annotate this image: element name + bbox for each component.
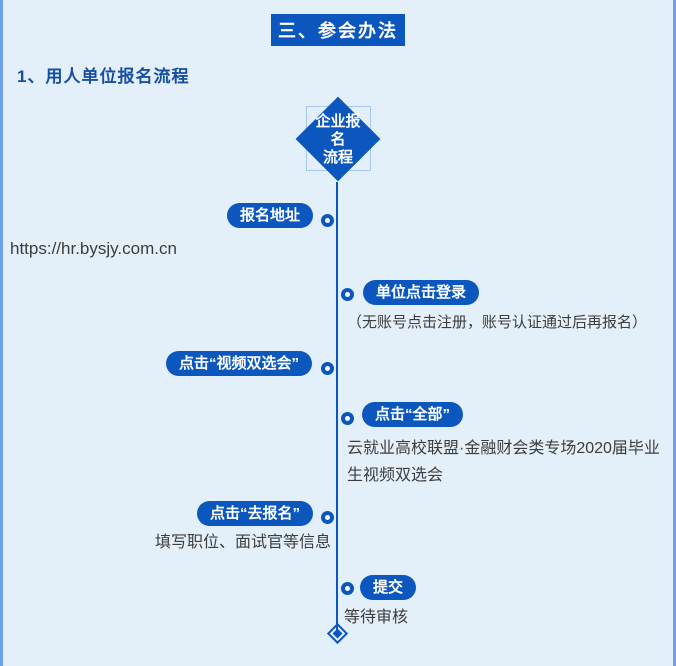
start-label-line1: 企业报 <box>315 113 361 130</box>
flow-node-dot-5 <box>321 511 334 524</box>
step-label-click-all: 点击“全部” <box>362 402 464 427</box>
step-note-fair-name: 云就业高校联盟·金融财会类专场2020届毕业生视频双选会 <box>347 440 660 484</box>
start-label-line3: 流程 <box>322 149 353 166</box>
timeline-line <box>336 182 338 633</box>
start-label-line2: 名 <box>330 131 346 148</box>
step-label-click-register: 点击“去报名” <box>196 501 313 526</box>
flow-node-dot-1 <box>321 214 334 227</box>
section-banner: 三、参会办法 <box>271 14 405 46</box>
right-edge-border <box>673 0 676 666</box>
section-banner-title: 三、参会办法 <box>278 21 398 41</box>
step-label-submit: 提交 <box>360 575 417 600</box>
step-note-signup-url: https://hr.bysjy.com.cn <box>10 239 177 258</box>
flow-node-dot-3 <box>321 362 334 375</box>
subsection-heading: 1、用人单位报名流程 <box>17 67 190 86</box>
step-label-signup-address: 报名地址 <box>226 203 313 228</box>
left-edge-border <box>0 0 3 666</box>
flow-node-dot-6 <box>341 582 354 595</box>
flow-node-dot-4 <box>341 412 354 425</box>
step-note-wait-review: 等待审核 <box>344 609 409 626</box>
flow-node-dot-2 <box>341 288 354 301</box>
step-label-unit-login: 单位点击登录 <box>363 280 480 305</box>
step-label-click-video-fair: 点击“视频双选会” <box>165 351 312 376</box>
start-diamond-label: 企业报 名 流程 <box>296 113 380 167</box>
step-note-fill-info: 填写职位、面试官等信息 <box>155 534 332 551</box>
step-note-login-hint: （无账号点击注册，账号认证通过后再报名） <box>347 314 648 331</box>
